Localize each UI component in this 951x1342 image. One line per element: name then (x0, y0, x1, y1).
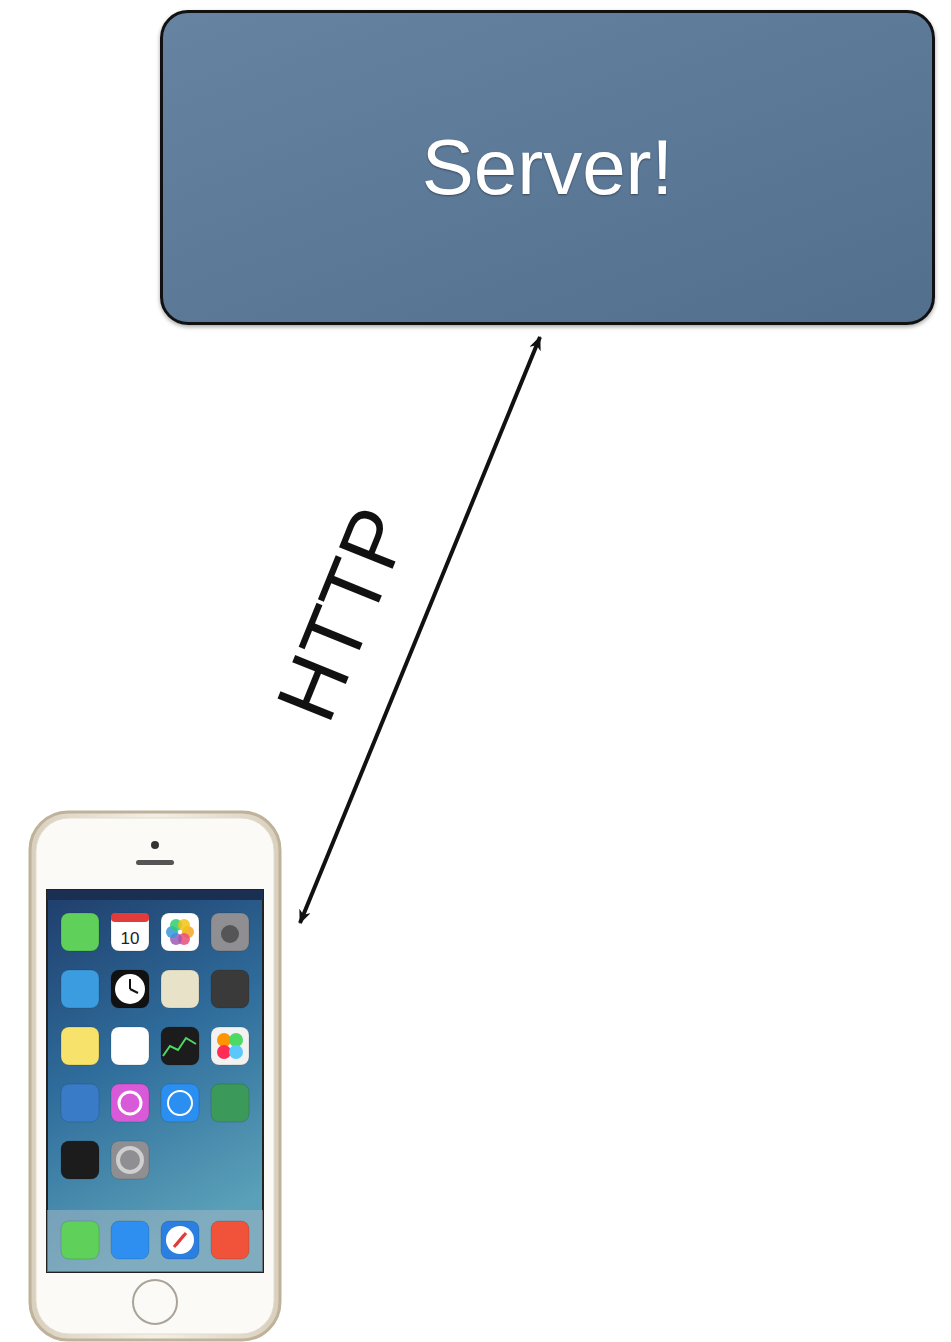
settings-gear (118, 1148, 142, 1172)
app-icon (161, 913, 199, 951)
app-icon (111, 1027, 149, 1065)
app-icon (161, 970, 199, 1008)
stocks-line (163, 1038, 196, 1056)
clock-face (115, 974, 145, 1004)
calendar-date: 10 (121, 930, 140, 947)
app-icon (61, 1027, 99, 1065)
safari-needle (174, 1233, 186, 1247)
photos-petal (178, 919, 190, 931)
app-icon (111, 1141, 149, 1179)
game-bubble (229, 1045, 243, 1059)
app-icon (211, 1027, 249, 1065)
node-label: Server! (422, 122, 673, 213)
camera-lens (221, 925, 239, 943)
app-icon (61, 970, 99, 1008)
game-bubble (217, 1033, 231, 1047)
app-icon (61, 913, 99, 951)
calendar-band (111, 913, 149, 922)
protocol-label: HTTP (263, 497, 423, 732)
app-icon (211, 1221, 249, 1259)
app-icon (61, 1221, 99, 1259)
app-icon (61, 1141, 99, 1179)
app-icon (111, 1221, 149, 1259)
appstore-ring (168, 1091, 192, 1115)
app-icon (161, 1027, 199, 1065)
game-bubble (229, 1033, 243, 1047)
game-bubble (217, 1045, 231, 1059)
app-icon (211, 913, 249, 951)
app-icon (161, 1084, 199, 1122)
app-icon (111, 1084, 149, 1122)
server-box: Server! (160, 10, 935, 325)
itunes-ring (119, 1092, 141, 1114)
app-icon (161, 1221, 199, 1259)
app-icon (111, 913, 149, 951)
clock-hands (130, 979, 138, 993)
app-icon (111, 970, 149, 1008)
app-icon (211, 970, 249, 1008)
app-icon (211, 1084, 249, 1122)
phone-illustration (30, 812, 280, 1340)
app-icon (61, 1084, 99, 1122)
safari-dial (166, 1226, 194, 1254)
